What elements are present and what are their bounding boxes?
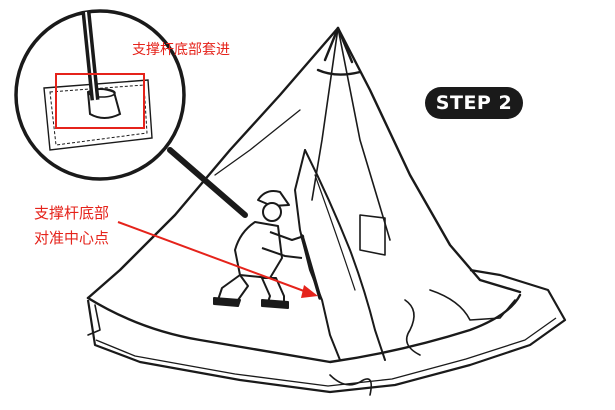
main-callout-line2: 对准中心点 — [34, 229, 110, 247]
main-callout-line1: 支撑杆底部 — [34, 204, 110, 222]
support-pole — [300, 234, 322, 300]
inset-callout-label: 支撑杆底部套进 — [132, 42, 230, 58]
red-arrow — [117, 221, 318, 298]
person-crouching-illustration — [213, 190, 305, 309]
magnifier-inset — [14, 9, 186, 181]
tent-body — [86, 26, 522, 396]
step-badge: STEP 2 — [425, 87, 523, 119]
magnifier-connector — [167, 147, 248, 218]
highlight-box — [55, 73, 145, 129]
